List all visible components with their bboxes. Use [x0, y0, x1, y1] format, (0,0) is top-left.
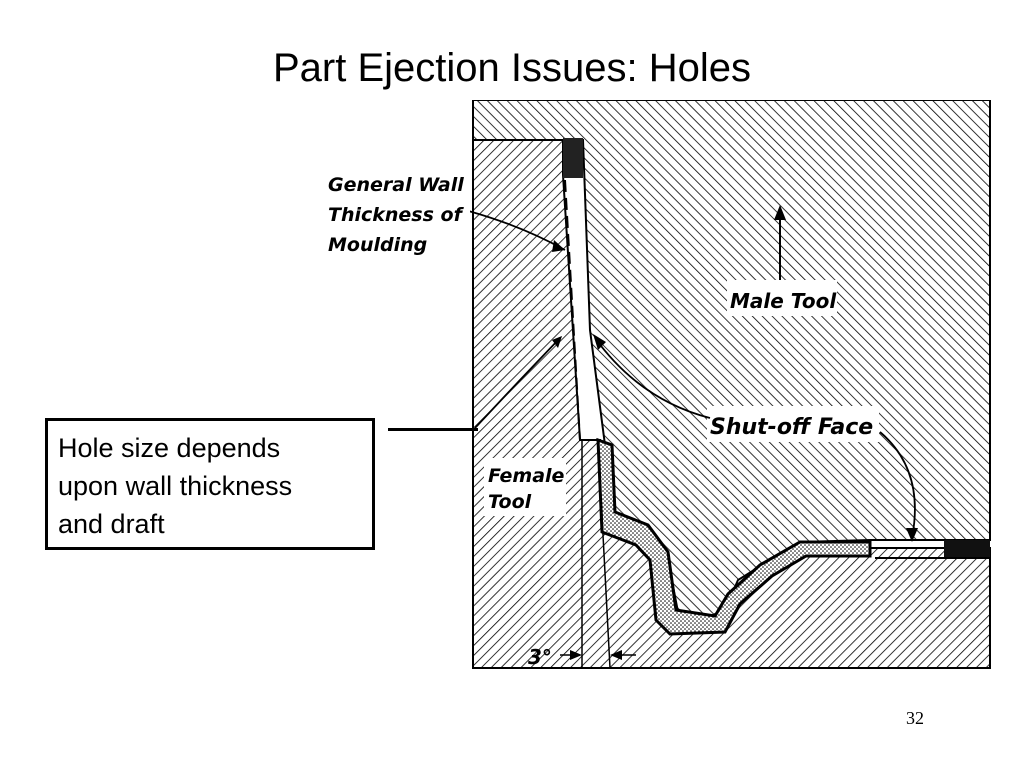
callout-line-3: and draft — [58, 509, 165, 539]
shut-off-leader-top — [594, 337, 711, 419]
shut-off-arrowhead-right — [906, 528, 918, 542]
page-number: 32 — [906, 708, 924, 728]
draft-angle-line — [597, 439, 611, 669]
shut-off-arrowhead-top — [593, 334, 606, 350]
general-wall-label-line-1: General Wall — [328, 174, 464, 196]
male-tool-label-bg — [727, 280, 837, 316]
female-tool-label-line-2: Tool — [488, 491, 532, 513]
general-wall-label-line-3: Moulding — [328, 234, 427, 256]
draft-dim-arrow-left — [570, 650, 582, 660]
moulding-wall — [563, 138, 583, 178]
shut-off-label-bg — [707, 406, 879, 442]
callout-leader-line — [388, 428, 478, 431]
hole-leader — [474, 337, 561, 429]
moulding-profile — [596, 437, 872, 636]
moulding-right-edge — [944, 540, 990, 558]
general-wall-label-line-2: Thickness of — [328, 204, 465, 226]
female-tool-label-line-1: Female — [488, 465, 565, 487]
hole-wall-dashed — [564, 179, 581, 441]
shut-off-leader-right — [879, 431, 916, 539]
mould-section-diagram: Male Tool Shut-off Face Female Tool 3° — [470, 100, 991, 669]
slide-title: Part Ejection Issues: Holes — [273, 46, 751, 90]
general-wall-label-group: General Wall Thickness of Moulding — [328, 174, 465, 256]
wall-thickness-arrowhead — [552, 240, 565, 252]
hole-leader-arrowhead — [552, 336, 562, 348]
shut-off-face-label: Shut-off Face — [710, 415, 873, 440]
callout-line-2: upon wall thickness — [58, 471, 293, 501]
callout-line-1: Hole size depends — [58, 433, 281, 463]
draft-dim-arrow-right — [610, 650, 622, 660]
male-tool-label: Male Tool — [730, 289, 837, 313]
callout-box: Hole size depends upon wall thickness an… — [45, 418, 375, 550]
draft-angle-label: 3° — [528, 645, 552, 669]
male-tool-arrowhead — [774, 205, 786, 220]
female-tool-label-bg — [484, 458, 566, 516]
